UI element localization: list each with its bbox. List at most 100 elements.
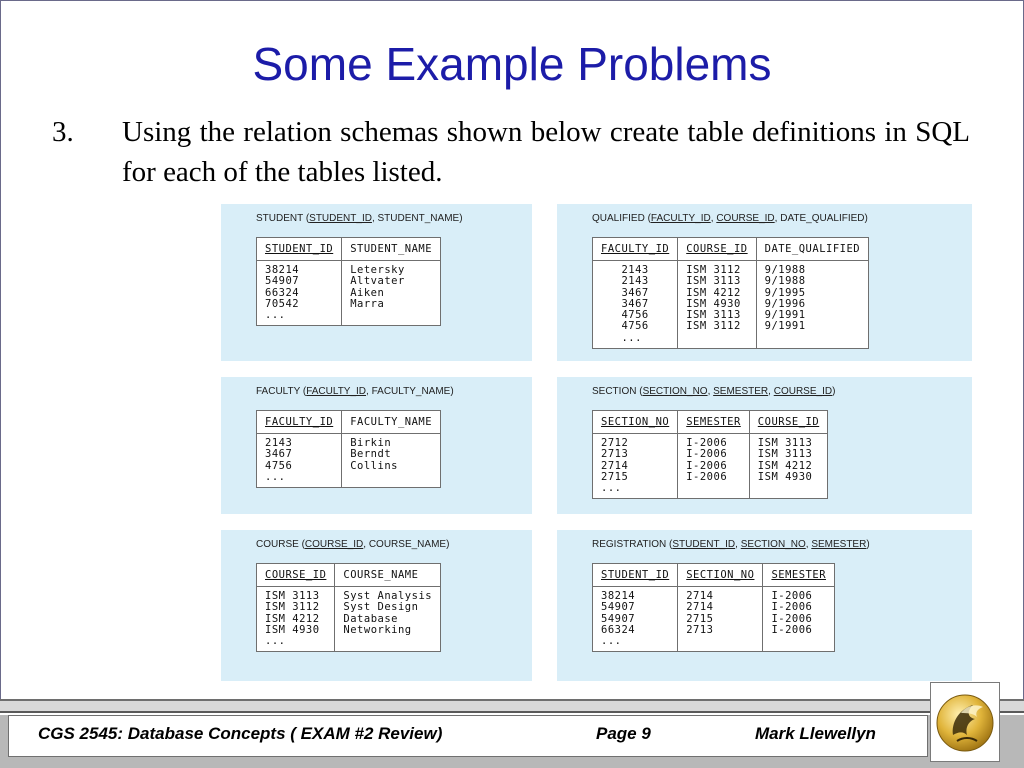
column-header: COURSE_ID (678, 238, 756, 261)
column-body: 2143 2143 3467 3467 4756 4756 ... (593, 261, 677, 348)
relation-name: COURSE (256, 539, 299, 550)
table-cell: 4756 (601, 320, 649, 333)
table-cell: 38214 (265, 264, 300, 276)
relation-caption: QUALIFIED (FACULTY_ID, COURSE_ID, DATE_Q… (592, 213, 868, 224)
column-header: FACULTY_ID (257, 411, 342, 434)
table-cell: ISM 3113 (757, 448, 813, 461)
relation-table: FACULTY_ID 2143 2143 3467 3467 4756 4756… (592, 237, 870, 350)
relation-name: QUALIFIED (592, 213, 645, 224)
table-cell: ... (265, 309, 286, 322)
column-header-label: SECTION_NO (601, 416, 670, 428)
table-cell: I-2006 (686, 437, 728, 449)
primary-key-attribute: STUDENT_ID (309, 213, 372, 224)
column-header: STUDENT_ID (593, 564, 678, 587)
column-header: SEMESTER (763, 564, 835, 587)
primary-key-attribute: FACULTY_ID (650, 213, 711, 224)
relation-panel-qualified: QUALIFIED (FACULTY_ID, COURSE_ID, DATE_Q… (557, 204, 972, 361)
table-cell: I-2006 (686, 448, 728, 461)
column-header: SECTION_NO (678, 564, 763, 587)
table-cell: 9/1988 (764, 275, 806, 288)
column-header-label: STUDENT_ID (601, 569, 670, 581)
table-cell: 66324 (265, 286, 300, 299)
primary-key-attribute: STUDENT_ID (672, 539, 736, 550)
table-cell: Altvater (350, 275, 405, 288)
footer-page: Page 9 (596, 724, 651, 743)
column-header-label: SEMESTER (686, 416, 741, 428)
column-header-label: COURSE_NAME (343, 569, 419, 581)
table-cell: I-2006 (771, 612, 813, 625)
table-cell: ... (265, 470, 286, 483)
column-header-label: FACULTY_ID (265, 416, 334, 428)
table-cell (350, 310, 432, 321)
table-cell (343, 636, 432, 647)
table-cell (765, 333, 861, 344)
column-header-label: FACULTY_NAME (350, 416, 433, 428)
table-cell: Letersky (350, 264, 405, 276)
relation-caption: REGISTRATION (STUDENT_ID, SECTION_NO, SE… (592, 539, 870, 550)
relation-name: FACULTY (256, 386, 301, 397)
table-cell: Berndt (350, 448, 392, 461)
table-cell: ... (601, 482, 622, 495)
table-cell: ISM 3113 (265, 590, 320, 602)
problem-text: Using the relation schemas shown below c… (122, 116, 970, 188)
relation-panel-section: SECTION (SECTION_NO, SEMESTER, COURSE_ID… (557, 377, 972, 514)
table-cell: ISM 4930 (265, 623, 320, 636)
table-cell: I-2006 (686, 470, 728, 483)
table-cell: 9/1988 (764, 264, 806, 276)
table-cell: 3467 (601, 286, 649, 299)
table-cell: 2714 (686, 590, 714, 602)
column-header: FACULTY_NAME (342, 411, 441, 434)
table-cell (686, 483, 741, 494)
relation-caption: FACULTY (FACULTY_ID, FACULTY_NAME) (256, 386, 454, 397)
table-cell: 2715 (686, 612, 714, 625)
table-cell (758, 483, 819, 494)
table-cell: ... (601, 331, 642, 344)
ucf-pegasus-logo-icon (936, 694, 994, 752)
column-header-label: DATE_QUALIFIED (764, 243, 861, 255)
table-cell: 9/1996 (764, 297, 806, 310)
primary-key-attribute: COURSE_ID (716, 213, 775, 224)
primary-key-attribute: COURSE_ID (304, 539, 364, 550)
table-cell: 70542 (265, 297, 300, 310)
table-cell: Networking (343, 623, 412, 636)
relation-caption: STUDENT (STUDENT_ID, STUDENT_NAME) (256, 213, 463, 224)
problem-number: 3. (52, 116, 74, 148)
primary-key-attribute: SECTION_NO (642, 386, 708, 397)
table-cell: Database (343, 612, 398, 625)
table-cell: 2143 (601, 264, 649, 276)
column-header-label: SECTION_NO (686, 569, 755, 581)
table-column: FACULTY_ID 2143 2143 3467 3467 4756 4756… (593, 238, 678, 348)
table-cell: 9/1991 (764, 309, 806, 322)
table-cell: Marra (350, 297, 385, 310)
table-cell: I-2006 (686, 459, 728, 472)
footer-panel (8, 715, 928, 757)
table-cell: 2714 (686, 601, 714, 614)
relation-panel-registration: REGISTRATION (STUDENT_ID, SECTION_NO, SE… (557, 530, 972, 681)
relation-panel-course: COURSE (COURSE_ID, COURSE_NAME)COURSE_ID… (221, 530, 532, 681)
table-cell: 38214 (601, 590, 636, 602)
table-cell: 54907 (265, 275, 300, 288)
table-cell: Syst Design (343, 601, 419, 614)
slide-title: Some Example Problems (252, 38, 772, 90)
primary-key-attribute: COURSE_ID (773, 386, 833, 397)
table-cell: ISM 4212 (265, 612, 320, 625)
table-cell: Aiken (350, 286, 385, 299)
table-cell (771, 636, 826, 647)
primary-key-attribute: FACULTY_ID (306, 386, 367, 397)
column-header-label: FACULTY_ID (601, 243, 670, 255)
column-header: COURSE_NAME (335, 564, 441, 587)
